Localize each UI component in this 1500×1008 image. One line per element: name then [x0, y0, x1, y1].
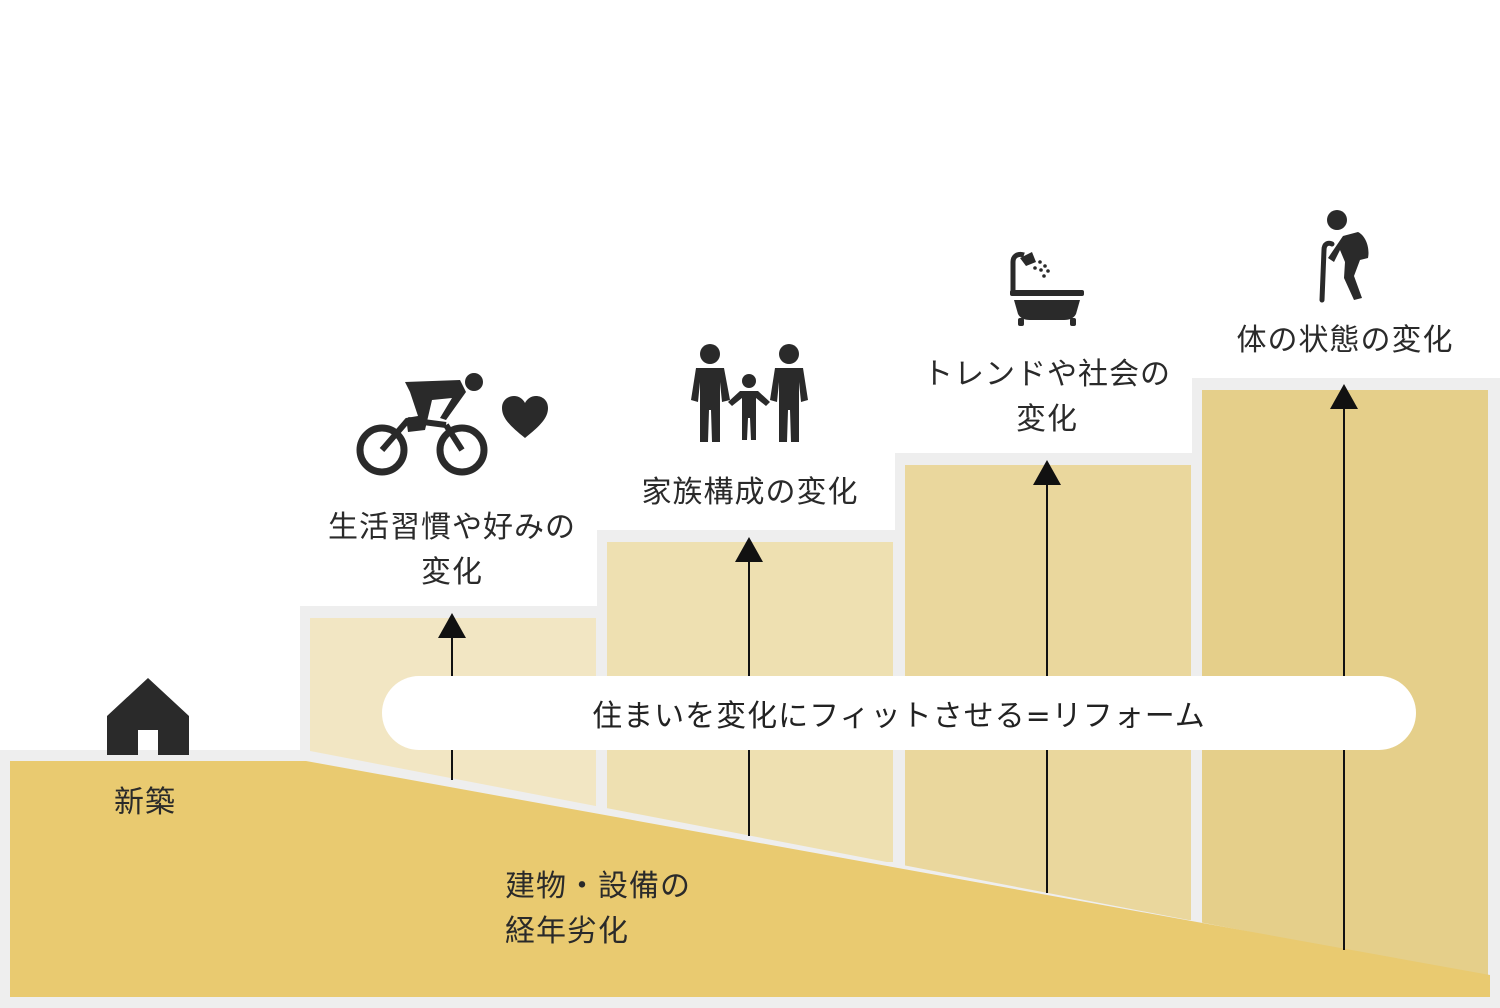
- arrow-1-head: [438, 613, 466, 638]
- trend-line-1: トレンドや社会の: [923, 357, 1171, 392]
- lifestyle-line-2: 変化: [421, 555, 483, 590]
- reform-text: 住まいを変化にフィットさせる=リフォーム: [592, 699, 1206, 734]
- label-body-change: 体の状態の変化: [1205, 318, 1485, 363]
- label-trend-change: トレンドや社会の 変化: [907, 352, 1187, 442]
- label-new-build: 新築: [95, 780, 195, 825]
- arrow-4-head: [1330, 384, 1358, 409]
- arrow-3-head: [1033, 460, 1061, 485]
- family-icon: [691, 344, 808, 442]
- ground-deterioration: [10, 761, 1490, 997]
- house-icon: [107, 678, 189, 755]
- reform-banner: 住まいを変化にフィットさせる=リフォーム: [382, 676, 1416, 750]
- label-deterioration: 建物・設備の 経年劣化: [505, 864, 715, 954]
- body-text: 体の状態の変化: [1236, 323, 1454, 358]
- label-family-change: 家族構成の変化: [610, 470, 890, 515]
- trend-line-2: 変化: [1016, 402, 1078, 437]
- new-build-text: 新築: [114, 785, 176, 820]
- lifestyle-line-1: 生活習慣や好みの: [328, 510, 576, 545]
- deterioration-line-1: 建物・設備の: [505, 869, 691, 904]
- cyclist-icon: [356, 373, 488, 476]
- label-lifestyle-change: 生活習慣や好みの 変化: [312, 505, 592, 595]
- family-text: 家族構成の変化: [641, 475, 859, 510]
- arrow-2-head: [735, 537, 763, 562]
- heart-icon: [502, 396, 548, 438]
- elderly-with-cane-icon: [1319, 210, 1369, 303]
- deterioration-line-2: 経年劣化: [505, 914, 629, 949]
- bathtub-icon: [1010, 251, 1084, 326]
